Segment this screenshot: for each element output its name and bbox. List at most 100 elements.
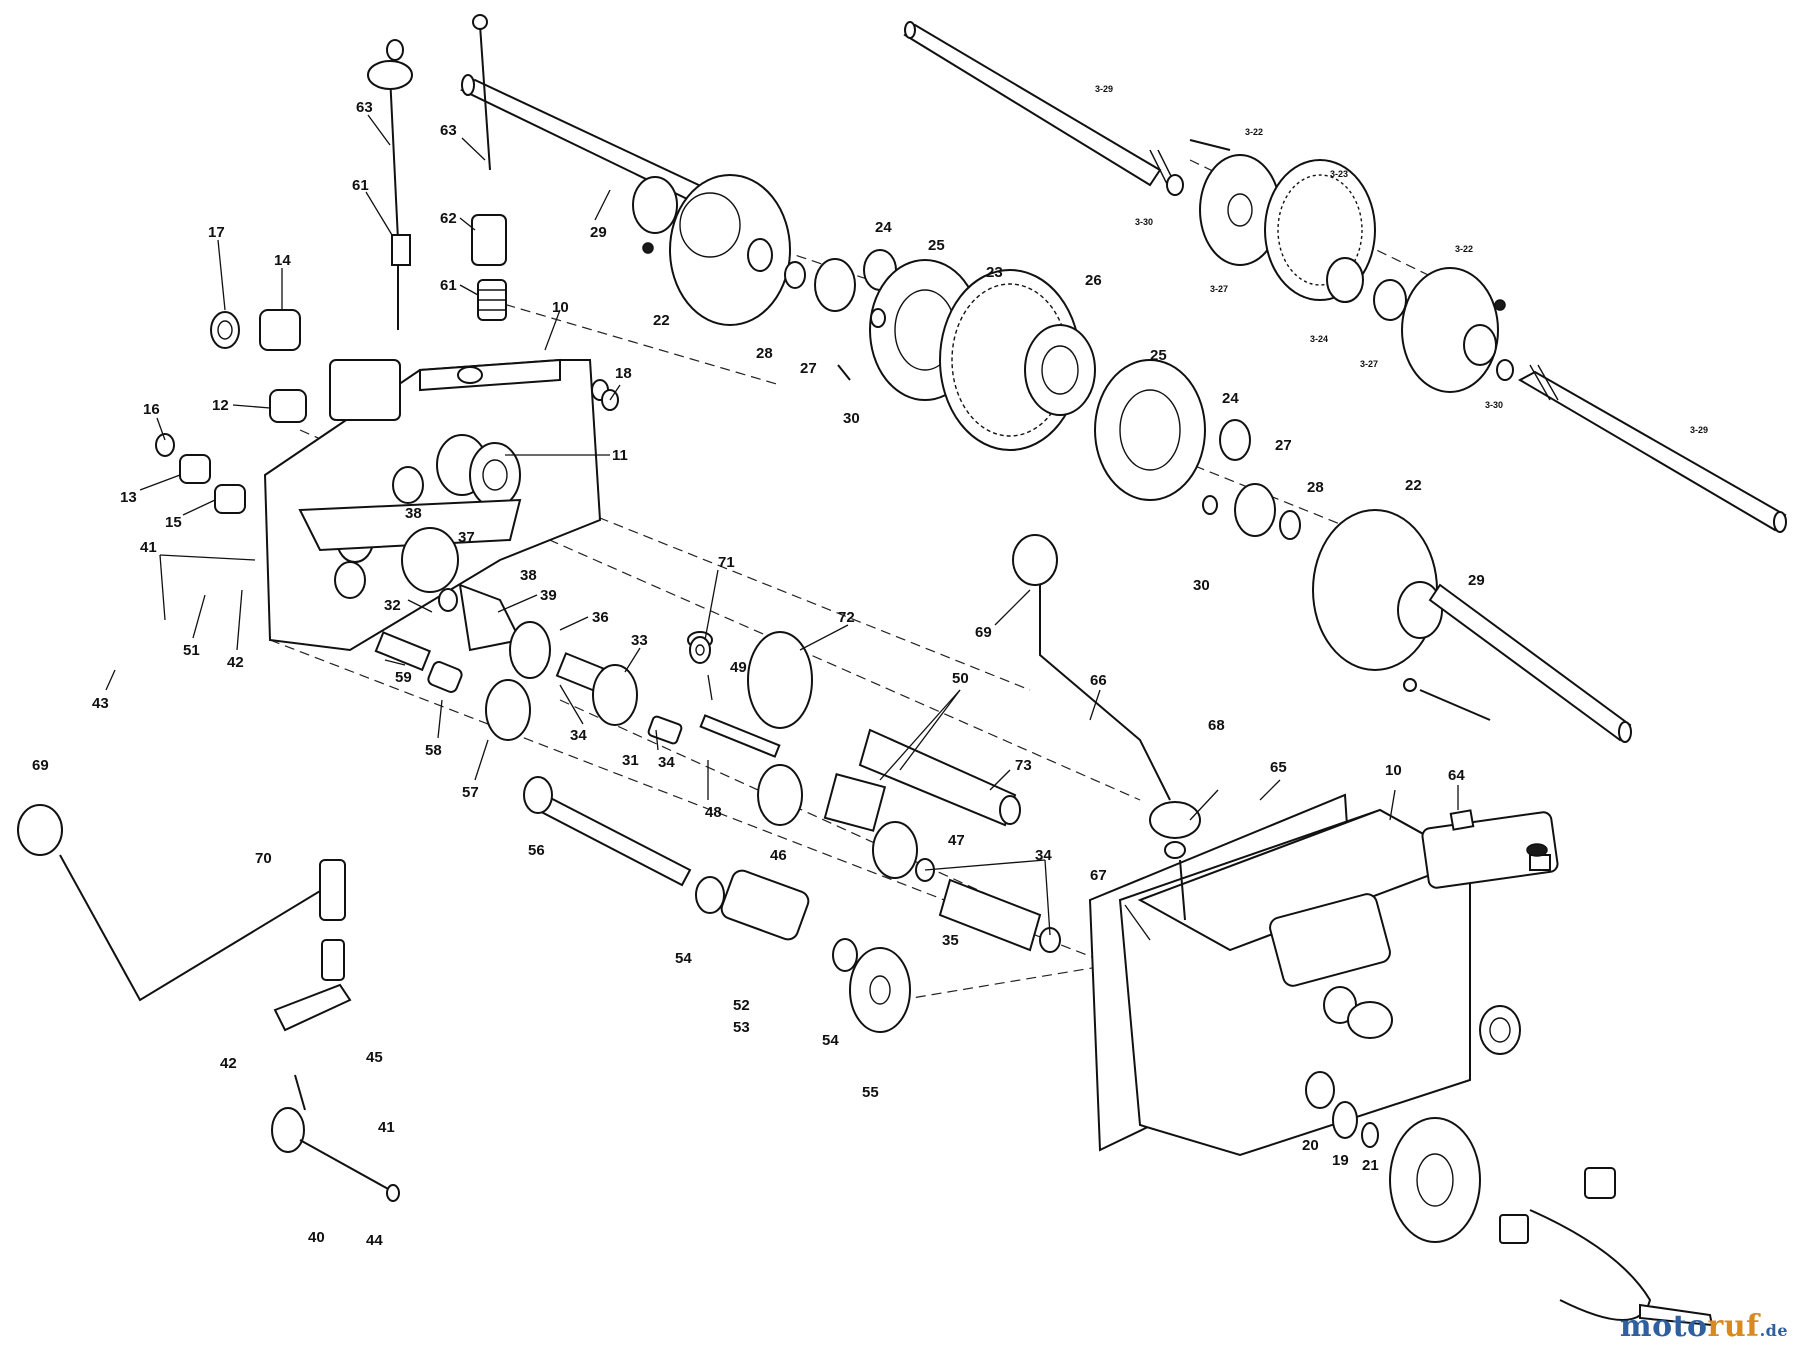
callout-13: 13 (120, 489, 137, 506)
gear-52-53 (720, 869, 810, 941)
callout-3-30-lower: 3-30 (1485, 400, 1503, 410)
callout-29-lower: 29 (1468, 572, 1485, 589)
callout-15: 15 (165, 514, 182, 531)
callout-38-upper: 38 (405, 505, 422, 522)
knob-69-upper (1012, 534, 1058, 586)
motoruf-watermark: motoruf.de (1620, 1309, 1788, 1344)
bearing-26 (1024, 324, 1096, 416)
callout-30-lower: 30 (1193, 577, 1210, 594)
callout-59: 59 (395, 669, 412, 686)
callout-48: 48 (705, 804, 722, 821)
right-transmission-housing (1088, 793, 1559, 1157)
boot-68 (1149, 801, 1201, 839)
watermark-part3: .de (1759, 1321, 1788, 1340)
callout-numbers: 63 61 63 62 61 29 17 14 10 18 16 12 11 1… (32, 84, 1708, 1249)
bearing-20 (1305, 1071, 1335, 1109)
callout-3-29-upper: 3-29 (1095, 84, 1113, 94)
brake-drum (1389, 1117, 1481, 1243)
callout-36: 36 (592, 609, 609, 626)
washer-71 (689, 636, 711, 664)
lower-gear-shafts (523, 728, 1061, 1033)
callout-52: 52 (733, 997, 750, 1014)
callout-31: 31 (622, 752, 639, 769)
callout-38-lower: 38 (520, 567, 537, 584)
callout-50: 50 (952, 670, 969, 687)
callout-58: 58 (425, 742, 442, 759)
callout-57: 57 (462, 784, 479, 801)
callout-41-upper: 41 (140, 539, 157, 556)
gear-37 (401, 527, 459, 593)
callout-14: 14 (274, 252, 291, 269)
callout-3-24: 3-24 (1310, 334, 1328, 344)
plate-64 (1449, 809, 1475, 831)
callout-25-lower: 25 (1150, 347, 1167, 364)
callout-24-upper: 24 (875, 219, 892, 236)
lower-shaft-29 (1312, 509, 1632, 743)
callout-46: 46 (770, 847, 787, 864)
callout-11: 11 (612, 447, 628, 464)
case-25-lower (1094, 359, 1206, 501)
callout-26: 26 (1085, 272, 1102, 289)
callout-47: 47 (948, 832, 965, 849)
callout-49: 49 (730, 659, 747, 676)
shift-lever-66 (1012, 534, 1201, 921)
callout-62: 62 (440, 210, 457, 227)
pinion-27-lower (1234, 483, 1276, 537)
callout-21: 21 (1362, 1157, 1379, 1174)
callout-30-upper: 30 (843, 410, 860, 427)
axle-shaft-upper (903, 23, 1162, 187)
callout-3-27-right: 3-27 (1360, 359, 1378, 369)
callout-67: 67 (1090, 867, 1107, 884)
callout-34-center: 34 (570, 727, 587, 744)
callout-22-lower: 22 (1405, 477, 1422, 494)
callout-39: 39 (540, 587, 557, 604)
knob-69-lower (17, 804, 63, 856)
callout-3-27-left: 3-27 (1210, 284, 1228, 294)
callout-34-right: 34 (658, 754, 675, 771)
callout-25-upper: 25 (928, 237, 945, 254)
callout-61-rod: 61 (440, 277, 457, 294)
callout-3-22-right: 3-22 (1455, 244, 1473, 254)
watermark-part2: ruf (1707, 1309, 1760, 1344)
gear-55 (849, 947, 911, 1033)
callout-20: 20 (1302, 1137, 1319, 1154)
upper-shaft-29 (460, 74, 806, 326)
lower-left-linkage (17, 804, 400, 1202)
ring-21 (1361, 1122, 1379, 1148)
callout-37: 37 (458, 529, 475, 546)
callout-72: 72 (838, 609, 855, 626)
callout-23: 23 (986, 264, 1003, 281)
callout-24-lower: 24 (1222, 390, 1239, 407)
callout-43: 43 (92, 695, 109, 712)
callout-42-upper: 42 (227, 654, 244, 671)
leader-lines (105, 114, 1459, 941)
callout-45: 45 (366, 1049, 383, 1066)
callout-54-left: 54 (675, 950, 692, 967)
gear-36 (509, 621, 551, 679)
callout-3-29-lower: 3-29 (1690, 425, 1708, 435)
callout-53: 53 (733, 1019, 750, 1036)
hub-22-upper (669, 174, 791, 326)
callout-51: 51 (183, 642, 200, 659)
planet-gear-3-24 (1326, 257, 1364, 303)
differential-parts-upper (814, 249, 1301, 540)
callout-65: 65 (1270, 759, 1287, 776)
callout-44: 44 (366, 1232, 383, 1249)
callout-61-dipstick: 61 (352, 177, 369, 194)
left-bearings (155, 309, 307, 514)
shaft-56 (526, 788, 692, 887)
callout-71: 71 (718, 554, 735, 571)
callout-27-upper: 27 (800, 360, 817, 377)
callout-68: 68 (1208, 717, 1225, 734)
callout-69-lower: 69 (32, 757, 49, 774)
planet-gear-3-27 (1373, 279, 1407, 321)
gear-72 (747, 631, 813, 729)
callout-33: 33 (631, 632, 648, 649)
callout-3-22-left: 3-22 (1245, 127, 1263, 137)
callout-56: 56 (528, 842, 545, 859)
gear-57 (485, 679, 531, 741)
callout-34-lower: 34 (1035, 847, 1052, 864)
pinion-27-upper (814, 258, 856, 312)
brake-band (1529, 1209, 1652, 1321)
